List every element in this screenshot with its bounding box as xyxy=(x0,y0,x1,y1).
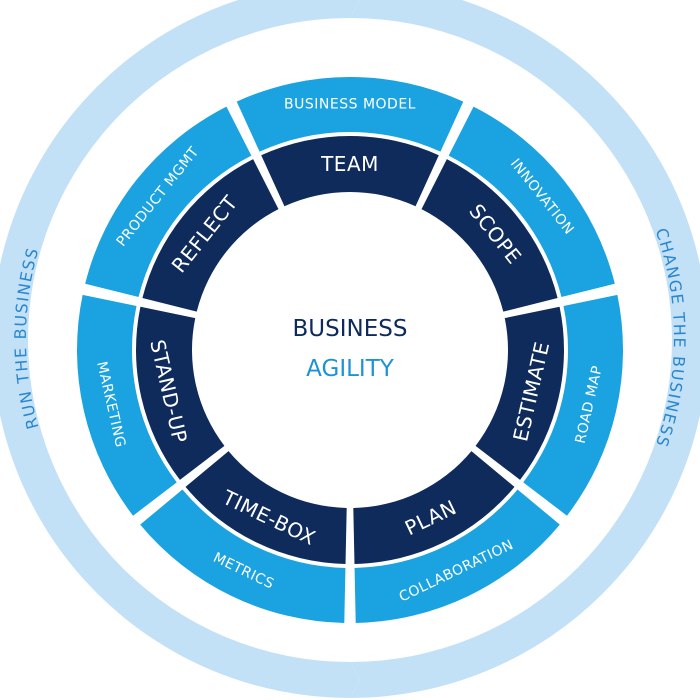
inner-ring-segment-time-box xyxy=(185,451,347,564)
middle-ring-segment-marketing xyxy=(76,294,177,516)
middle-ring-segment-metrics xyxy=(140,489,346,623)
inner-ring-segment-stand-up xyxy=(135,306,225,480)
inner-ring-segment-team xyxy=(261,136,439,207)
inner-ring-segment-scope xyxy=(421,159,558,312)
center-subtitle: AGILITY xyxy=(306,356,395,382)
inner-ring: TEAMSCOPEESTIMATEPLANTIME-BOXSTAND-UPREF… xyxy=(135,136,564,564)
center-circle xyxy=(194,194,506,506)
middle-ring-segment-collaboration xyxy=(354,489,560,623)
inner-ring-segment-reflect xyxy=(142,159,279,312)
inner-ring-segment-estimate xyxy=(475,306,564,480)
middle-ring-segment-business-model xyxy=(236,77,464,152)
middle-ring-segment-road-map xyxy=(523,294,623,516)
inner-ring-segment-plan xyxy=(353,451,515,564)
center-title: BUSINESS xyxy=(293,316,408,342)
middle-ring-segment-product-mgmt xyxy=(85,106,252,298)
middle-ring-label-business-model: BUSINESS MODEL xyxy=(284,97,416,113)
middle-ring-segment-innovation xyxy=(448,106,615,298)
inner-ring-label-team: TEAM xyxy=(320,152,379,176)
